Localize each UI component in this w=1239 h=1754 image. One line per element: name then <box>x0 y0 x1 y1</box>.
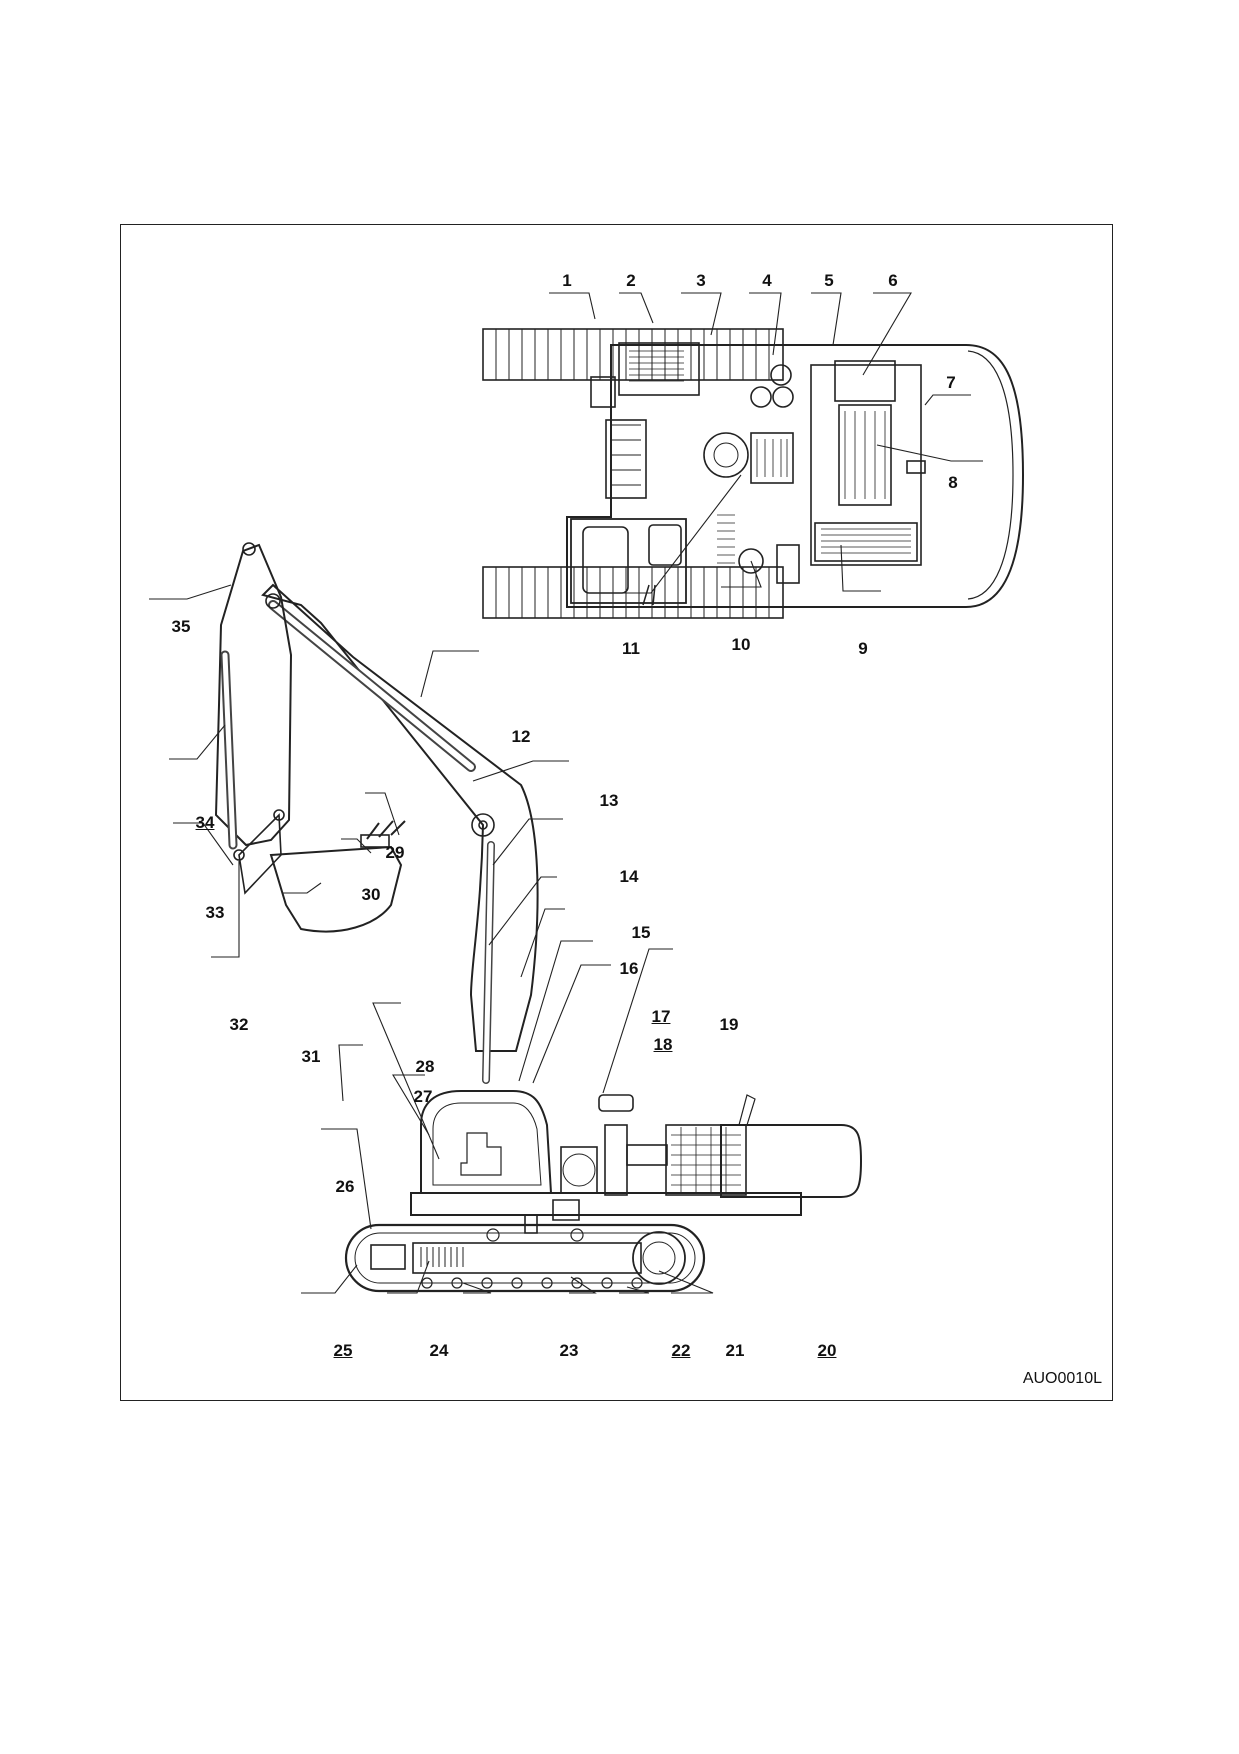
top-control-valve <box>750 432 794 484</box>
callout-30: 30 <box>361 885 381 904</box>
callout-8: 8 <box>948 473 958 492</box>
callout-7: 7 <box>946 373 956 392</box>
side-body <box>410 1192 802 1216</box>
callout-26: 26 <box>335 1177 355 1196</box>
side-bucket <box>269 845 403 933</box>
side-sprocket <box>632 1231 686 1285</box>
callout-3: 3 <box>696 271 706 290</box>
callout-12: 12 <box>511 727 531 746</box>
callout-33: 33 <box>205 903 225 922</box>
leader-lines <box>149 292 983 1294</box>
side-boom <box>261 583 539 1052</box>
callout-29: 29 <box>385 843 405 862</box>
callout-10: 10 <box>731 635 751 654</box>
callout-13: 13 <box>599 791 619 810</box>
callout-17: 17 <box>651 1007 671 1026</box>
callout-31: 31 <box>301 1047 321 1066</box>
callout-32: 32 <box>229 1015 249 1034</box>
top-track-upper <box>482 328 784 381</box>
callout-2: 2 <box>626 271 636 290</box>
callout-21: 21 <box>725 1341 745 1360</box>
callout-27: 27 <box>413 1087 433 1106</box>
side-counterweight <box>720 1124 863 1198</box>
callout-18: 18 <box>653 1035 673 1054</box>
callout-16: 16 <box>619 959 639 978</box>
figure-id: AUO0010L <box>1022 1370 1102 1387</box>
side-cab <box>420 1090 553 1194</box>
side-arm <box>214 543 293 847</box>
callout-22: 22 <box>671 1341 691 1360</box>
callout-1: 1 <box>562 271 572 290</box>
callout-20: 20 <box>817 1341 837 1360</box>
callout-14: 14 <box>619 867 639 886</box>
callout-28: 28 <box>415 1057 435 1076</box>
callout-34: 34 <box>195 813 215 832</box>
callout-5: 5 <box>824 271 834 290</box>
callout-9: 9 <box>858 639 868 658</box>
callout-25: 25 <box>333 1341 353 1360</box>
excavator-drawing <box>149 292 1025 1294</box>
figure-frame: 1 2 3 4 5 6 7 8 9 10 11 12 13 14 15 16 1… <box>120 224 1113 1401</box>
top-tank <box>618 342 700 396</box>
side-seat <box>460 1132 502 1176</box>
callout-11: 11 <box>622 639 640 658</box>
callout-24: 24 <box>429 1341 449 1360</box>
side-engine <box>665 1124 747 1196</box>
callout-6: 6 <box>888 271 898 290</box>
callout-23: 23 <box>559 1341 579 1360</box>
callout-19: 19 <box>719 1015 739 1034</box>
top-track-lower <box>482 566 784 619</box>
callout-35: 35 <box>171 617 191 636</box>
top-radiator <box>814 522 918 562</box>
top-cab <box>570 518 687 604</box>
side-track <box>344 1223 706 1293</box>
upper-structure <box>566 344 1025 608</box>
top-swing-bearing <box>703 432 749 478</box>
top-engine-compartment <box>810 364 922 566</box>
side-view <box>214 542 863 1293</box>
callout-15: 15 <box>631 923 651 942</box>
callout-4: 4 <box>762 271 772 290</box>
top-view <box>482 328 1025 619</box>
